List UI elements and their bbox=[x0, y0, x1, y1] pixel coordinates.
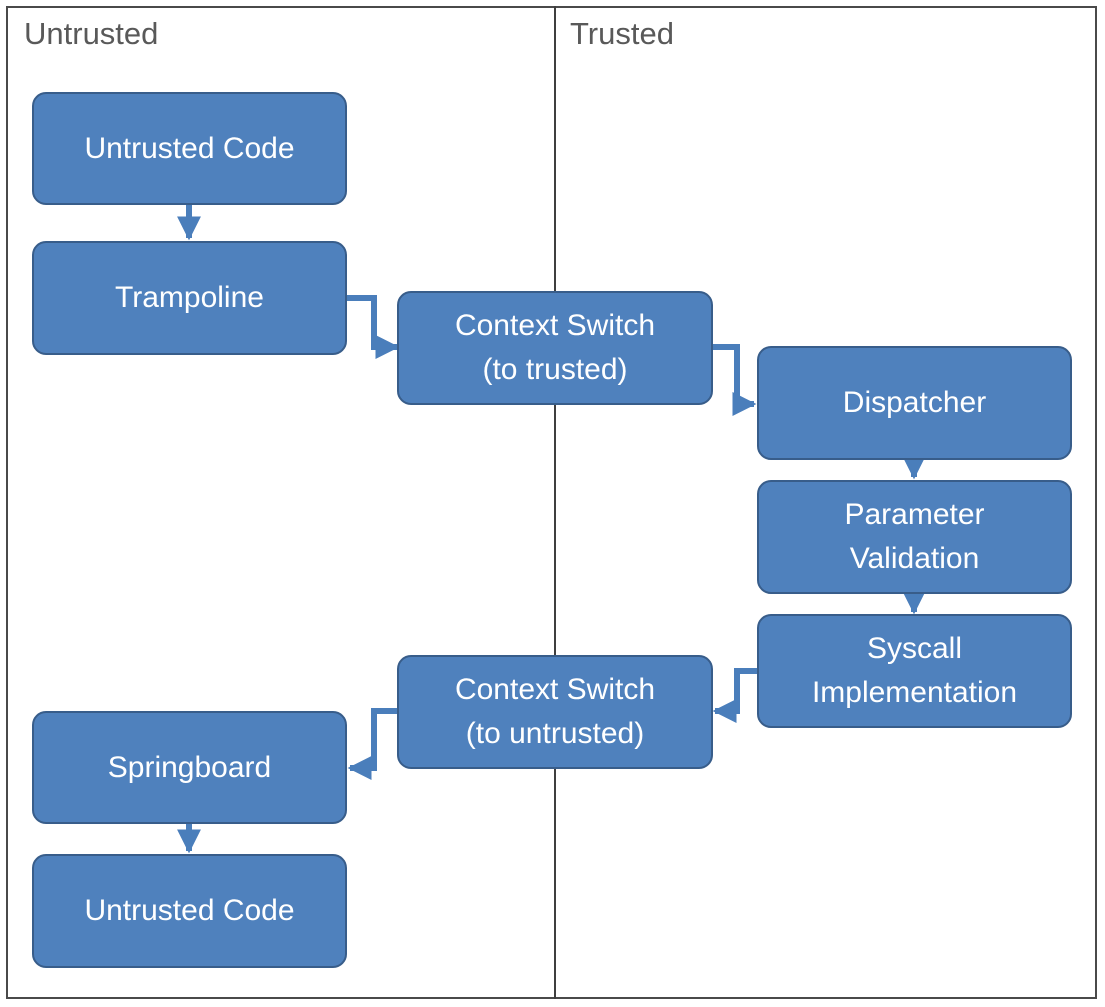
node-springboard: Springboard bbox=[32, 711, 347, 824]
node-trampoline: Trampoline bbox=[32, 241, 347, 355]
node-untrusted-code-top: Untrusted Code bbox=[32, 92, 347, 205]
zone-label-trusted: Trusted bbox=[570, 16, 674, 51]
node-untrusted-code-bottom: Untrusted Code bbox=[32, 854, 347, 968]
zone-label-untrusted: Untrusted bbox=[24, 16, 159, 51]
node-context-switch-to-trusted: Context Switch (to trusted) bbox=[397, 291, 713, 405]
node-parameter-validation: Parameter Validation bbox=[757, 480, 1072, 594]
node-dispatcher: Dispatcher bbox=[757, 346, 1072, 460]
node-context-switch-to-untrusted: Context Switch (to untrusted) bbox=[397, 655, 713, 769]
node-syscall-implementation: Syscall Implementation bbox=[757, 614, 1072, 728]
trust-boundary-divider bbox=[554, 6, 556, 999]
